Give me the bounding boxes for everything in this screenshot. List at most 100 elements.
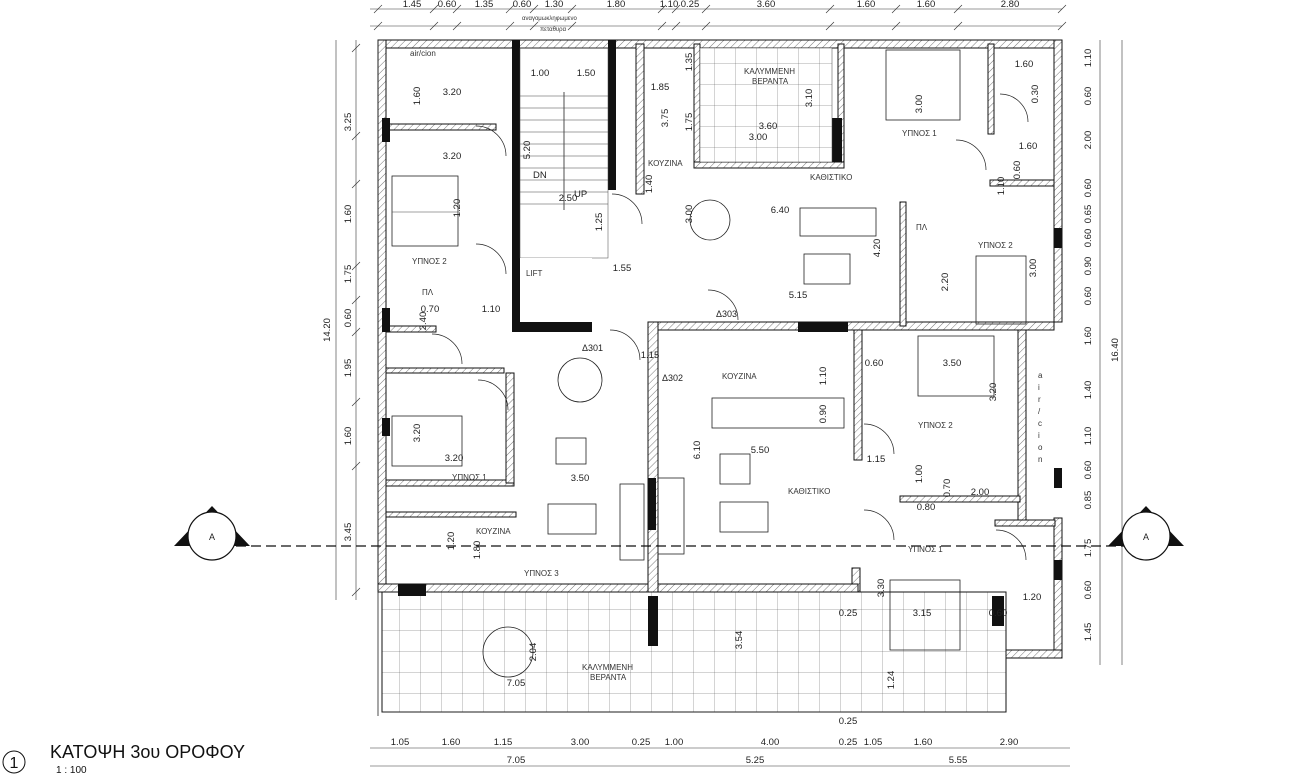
dim-inner-value: 1.60: [1015, 59, 1034, 70]
dim-inner-value: 3.00: [684, 205, 695, 224]
dim-inner-value: 3.50: [943, 358, 962, 369]
dim-right-value: 1.60: [1083, 327, 1094, 346]
drawing-title: ΚΑΤΟΨΗ 3ου ΟΡΟΦΟΥ: [50, 742, 245, 762]
dimension-chains: [335, 4, 1123, 767]
dim-inner-value: 1.20: [446, 532, 457, 551]
drawing-scale: 1 : 100: [56, 765, 87, 774]
dim-inner-value: 3.20: [988, 383, 999, 402]
dim-tick: [567, 4, 577, 14]
dim-top-value: 1.80: [607, 0, 626, 10]
dim-bottom-value: 3.00: [571, 737, 590, 748]
dim-inner-value: 1.20: [452, 199, 463, 218]
furniture-beds: [391, 49, 1027, 651]
dim-right-value: 0.60: [1083, 287, 1094, 306]
dim-inner-value: 1.00: [914, 465, 925, 484]
dim-left-value: 1.75: [343, 265, 354, 284]
furniture-tables: [482, 199, 877, 678]
dim-inner-value: 1.10: [818, 367, 829, 386]
dim-inner-value: 0.60: [989, 608, 1008, 619]
dim-top-value: 1.60: [857, 0, 876, 10]
label-kitchen-c: ΚΟΥΖΙΝΑ: [476, 527, 511, 536]
label-apartment-301: Δ301: [582, 343, 603, 353]
dim-inner-value: 1.60: [1019, 141, 1038, 152]
dim-tick: [429, 4, 439, 14]
dim-inner-value: 1.55: [613, 263, 632, 274]
dim-inner-value: 3.20: [445, 453, 464, 464]
air-cion-letter: i: [1038, 383, 1040, 392]
dim-tick: [1057, 21, 1067, 31]
air-cion-letter: /: [1038, 407, 1041, 416]
dim-left-value: 3.25: [343, 113, 354, 132]
dim-inner-value: 1.40: [644, 175, 655, 194]
dim-top-value: 1.35: [475, 0, 494, 10]
dim-inner-value: 1.80: [472, 541, 483, 560]
dims-bottom-totals: 7.05 5.25 5.55: [507, 755, 968, 766]
dim-inner-value: 3.20: [443, 87, 462, 98]
dim-tick: [671, 21, 681, 31]
dim-tick: [657, 21, 667, 31]
dim-tick: [351, 43, 361, 53]
label-anag: αναγομωκληφωμενο: [522, 16, 577, 22]
dim-inner-value: 3.00: [914, 95, 925, 114]
dim-right-value: 0.60: [1083, 179, 1094, 198]
dim-tick: [351, 587, 361, 597]
label-living-b: ΚΑΘΙΣΤΙΚΟ: [788, 487, 830, 496]
dim-inner-value: 1.35: [684, 53, 695, 72]
label-air-cion-vertical: air/cion: [1038, 371, 1043, 464]
dim-bottom-value: 2.90: [1000, 737, 1019, 748]
dim-bottom-value: 1.15: [494, 737, 513, 748]
dim-top-value: 2.80: [1001, 0, 1020, 10]
dim-inner-value: 6.40: [771, 205, 790, 216]
dim-tick: [891, 4, 901, 14]
dim-bottom-value: 4.00: [761, 737, 780, 748]
dim-inner-value: 1.15: [867, 454, 886, 465]
dim-tick: [452, 21, 462, 31]
air-cion-letter: c: [1038, 419, 1042, 428]
label-bedroom-2-c: ΥΠΝΟΣ 2: [918, 421, 953, 430]
section-line: A A: [174, 506, 1184, 561]
dim-inner-value: 0.70: [421, 304, 440, 315]
dim-inner-value: 3.60: [759, 121, 778, 132]
dim-right-value: 0.60: [1083, 229, 1094, 248]
dim-tick: [825, 21, 835, 31]
view-number: 1: [10, 755, 19, 772]
dim-bottom-value: 0.25: [839, 737, 858, 748]
dim-tick: [953, 21, 963, 31]
air-cion-letter: r: [1038, 395, 1041, 404]
dim-left-value: 3.45: [343, 523, 354, 542]
dim-right-value: 1.75: [1083, 539, 1094, 558]
label-apartment-302: Δ302: [662, 373, 683, 383]
dim-inner-value: 1.50: [577, 68, 596, 79]
label-veranda-top-2: ΒΕΡΑΝΤΑ: [752, 77, 789, 86]
dim-bottom-value: 1.60: [914, 737, 933, 748]
dim-top-value: 0.25: [681, 0, 700, 10]
dim-tick: [825, 4, 835, 14]
dim-bottom-total-value: 5.55: [949, 755, 968, 766]
dim-bottom-total-value: 5.25: [746, 755, 765, 766]
dim-inner-value: 1.00: [531, 68, 550, 79]
dim-inner-value: 3.15: [913, 608, 932, 619]
label-veranda-top-1: ΚΑΛΥΜΜΕΝΗ: [744, 67, 795, 76]
dim-bottom-total-value: 7.05: [507, 755, 526, 766]
label-kitchen-a: ΚΟΥΖΙΝΑ: [648, 159, 683, 168]
dim-inner-value: 3.10: [804, 89, 815, 108]
dim-tick: [891, 21, 901, 31]
dim-right-value: 1.10: [1083, 427, 1094, 446]
dim-tick: [351, 131, 361, 141]
dim-left-value: 1.60: [343, 205, 354, 224]
dim-bottom-value: 1.05: [391, 737, 410, 748]
dim-top-value: 0.60: [438, 0, 457, 10]
dim-tick: [505, 4, 515, 14]
section-marker-right: A: [1108, 506, 1184, 561]
dim-inner-value: 1.10: [482, 304, 501, 315]
dim-inner-value: 4.20: [872, 239, 883, 258]
dim-inner-value: 3.50: [571, 473, 590, 484]
dim-tick: [351, 295, 361, 305]
dim-bottom-value: 1.60: [442, 737, 461, 748]
label-bedroom-1-a: ΥΠΝΟΣ 1: [902, 129, 937, 138]
dim-left-value: 1.95: [343, 359, 354, 378]
